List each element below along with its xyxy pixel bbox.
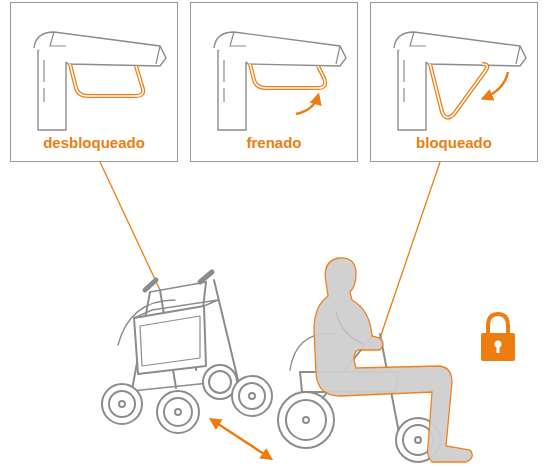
brake-lever-icon: [214, 32, 346, 130]
leader-line: [380, 162, 440, 338]
seated-person: [314, 258, 472, 462]
state-label: bloqueado: [412, 134, 496, 161]
rollator-seated: [278, 334, 440, 462]
lock-icon: [481, 314, 515, 361]
brake-lever-icon: [34, 32, 166, 130]
leader-line: [100, 162, 160, 290]
state-box: desbloqueado: [10, 2, 178, 162]
state-box: bloqueado: [370, 2, 538, 162]
brake-lever-icon: [394, 32, 526, 130]
fold-arrow: [212, 420, 270, 458]
state-label: frenado: [242, 134, 305, 161]
state-label: desbloqueado: [39, 134, 149, 161]
rollator-parked: [102, 272, 272, 433]
state-box: frenado: [190, 2, 358, 162]
